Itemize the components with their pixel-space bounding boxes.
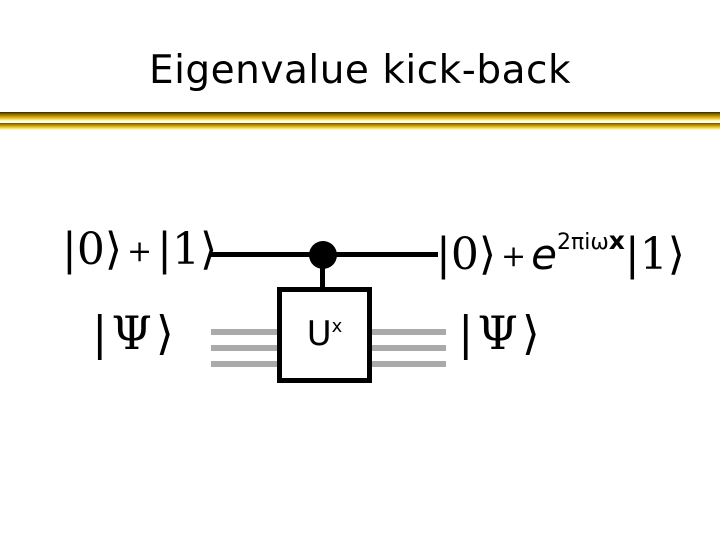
quantum-circuit-diagram: |0⟩+|1⟩ |0⟩+e2πiωx|1⟩ Ux |Ψ⟩ |Ψ⟩ [0,130,720,540]
ket-bar-open-zero-out: | [436,229,451,280]
target-bus-line-out-1 [368,329,446,335]
ket-value-psi-in: Ψ [111,306,156,360]
ket-value-psi-out: Ψ [477,306,522,360]
ket-angle-close-one-out: ⟩ [667,229,685,280]
ket-bar-open-zero-in: | [62,224,77,275]
target-bus-line-out-3 [368,361,446,367]
ket-value-one-out: 1 [639,229,668,280]
ket-bar-open-psi-out: | [458,306,478,360]
ket-bar-open-one-in: | [157,224,172,275]
ket-bar-open-psi-in: | [92,306,112,360]
target-bus-line-in-2 [211,345,283,351]
plus-operator-in: + [127,234,153,269]
ket-angle-close-zero-in: ⟩ [104,224,122,275]
target-register-input-state: |Ψ⟩ [92,310,178,356]
divider-band-gap [0,121,720,123]
divider-band-bottom [0,123,720,130]
ket-angle-close-psi-out: ⟩ [521,306,544,360]
target-bus-line-out-2 [368,345,446,351]
control-register-output-state: |0⟩+e2πiωx|1⟩ [436,228,685,277]
control-wire-left [209,252,325,257]
control-link-line [320,260,325,290]
ket-angle-close-zero-out: ⟩ [478,229,496,280]
target-bus-line-in-1 [211,329,283,335]
title-divider-rule [0,112,720,130]
ket-angle-close-psi-in: ⟩ [155,306,178,360]
page-title: Eigenvalue kick-back [148,48,572,93]
control-register-input-state: |0⟩+|1⟩ [62,228,217,272]
controlled-u-gate-box: Ux [277,287,372,383]
target-bus-line-in-3 [211,361,283,367]
ket-bar-open-one-out: | [624,229,640,280]
phase-exponent-coefficient: 2πiω [556,230,609,255]
ket-value-zero-in: 0 [76,224,105,275]
phase-exponent: 2πiωx [556,228,625,255]
ket-angle-close-one-in: ⟩ [199,224,218,275]
ket-value-one-in: 1 [171,224,200,275]
gate-label-base: U [306,314,332,355]
phase-exponent-variable: x [608,226,625,255]
target-register-output-state: |Ψ⟩ [458,310,544,356]
gate-label: Ux [282,314,367,354]
gate-label-exponent: x [331,316,343,338]
divider-band-top [0,112,720,121]
control-wire-right [322,252,438,257]
ket-value-zero-out: 0 [450,229,479,280]
plus-operator-out: + [501,239,527,274]
phase-base-e: e [531,230,557,279]
